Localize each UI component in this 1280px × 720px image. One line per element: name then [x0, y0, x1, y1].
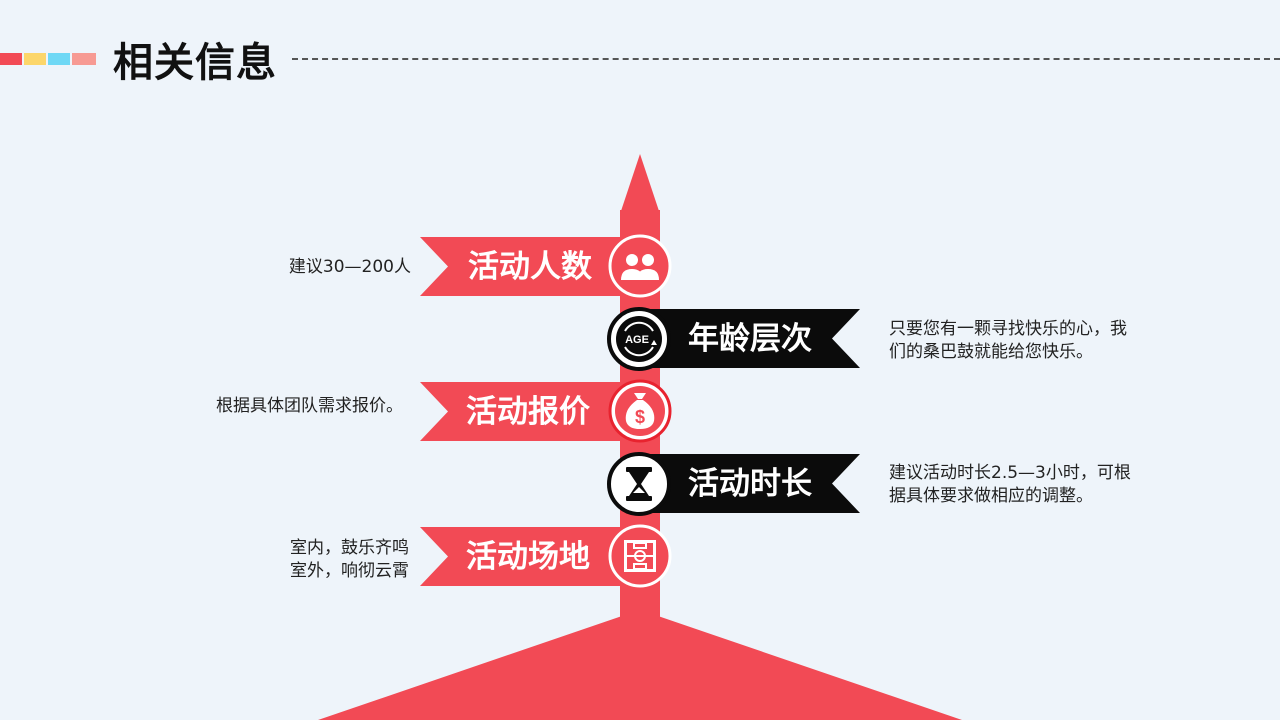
title-divider — [292, 58, 1280, 60]
desc-quote: 根据具体团队需求报价。 — [216, 396, 403, 416]
desc-age-range: 只要您有一颗寻找快乐的心，我 们的桑巴鼓就能给您快乐。 — [889, 319, 1127, 362]
hourglass-icon — [607, 452, 671, 516]
desc-duration: 建议活动时长2.5—3小时，可根 据具体要求做相应的调整。 — [889, 463, 1131, 506]
ribbon-3 — [420, 382, 632, 441]
label-quote: 活动报价 — [466, 394, 590, 430]
ribbon-5 — [420, 527, 632, 586]
ribbon-2 — [648, 309, 860, 368]
ribbon-1 — [420, 237, 632, 296]
desc-venue: 室内，鼓乐齐鸣 室外，响彻云霄 — [290, 538, 409, 581]
money-bag-icon: $ — [608, 379, 672, 443]
color-bar-yellow — [24, 53, 46, 65]
desc-participants: 建议30—200人 — [288, 257, 411, 277]
color-bar-pink — [72, 53, 96, 65]
svg-text:$: $ — [635, 407, 645, 427]
vertical-arrow-head — [620, 154, 660, 214]
ribbon-4 — [648, 454, 860, 513]
page-title: 相关信息 — [113, 40, 277, 86]
base-shape — [318, 616, 962, 720]
color-bar-blue — [48, 53, 70, 65]
label-age-range: 年龄层次 — [688, 321, 812, 357]
label-participants: 活动人数 — [468, 249, 592, 285]
svg-text:AGE: AGE — [625, 334, 649, 346]
field-icon — [608, 524, 672, 588]
label-duration: 活动时长 — [688, 466, 812, 502]
label-venue: 活动场地 — [466, 539, 590, 575]
people-icon — [608, 234, 672, 298]
color-bar-red — [0, 53, 22, 65]
age-icon: AGE — [607, 307, 671, 371]
